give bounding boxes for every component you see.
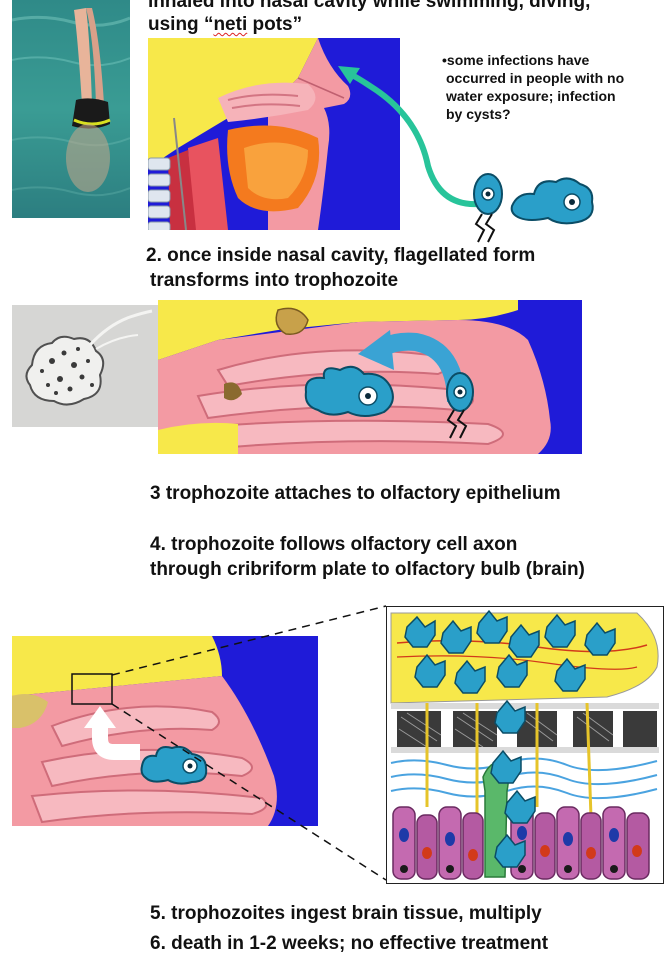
cyst-note-line2: occurred in people with no — [446, 70, 624, 86]
step2-line1: 2. once inside nasal cavity, flagellated… — [146, 245, 535, 267]
step1-line2-suffix: pots” — [247, 14, 302, 35]
flagellate-organism-2 — [440, 370, 480, 444]
cyst-note-line1: •some infections have — [442, 52, 589, 68]
cyst-note-line4: by cysts? — [446, 106, 511, 122]
trophozoite-micrograph — [12, 305, 158, 427]
step1-line2: using “neti pots” — [148, 14, 302, 36]
step1-line1: inhaled into nasal cavity while swimming… — [148, 0, 590, 13]
neti-word: neti — [213, 14, 247, 35]
cyst-note-line3: water exposure; infection — [446, 88, 616, 104]
olfactory-epithelium-zoom — [386, 606, 664, 884]
step4-line1: 4. trophozoite follows olfactory cell ax… — [150, 534, 517, 556]
zoom-lines — [0, 600, 420, 890]
flagellate-organism — [468, 172, 508, 248]
step1-line2-prefix: using “ — [148, 14, 213, 35]
step3-text: 3 trophozoite attaches to olfactory epit… — [150, 483, 561, 505]
trophozoite-organism-1 — [508, 172, 598, 228]
step6-text: 6. death in 1-2 weeks; no effective trea… — [150, 933, 548, 955]
trophozoite-organism-2 — [300, 362, 400, 420]
step5-text: 5. trophozoites ingest brain tissue, mul… — [150, 903, 542, 925]
step2-line2: transforms into trophozoite — [150, 270, 398, 292]
swimmer-photo — [12, 0, 130, 218]
step4-line2: through cribriform plate to olfactory bu… — [150, 559, 585, 581]
